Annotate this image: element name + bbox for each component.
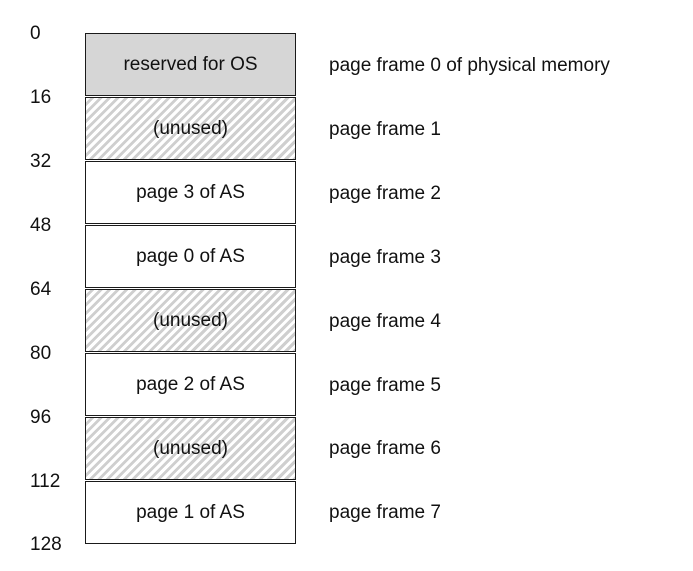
address-label: 80 [30,343,52,364]
frame-content-label: (unused) [153,437,228,459]
page-frame-label: page frame 7 [329,502,441,523]
address-label: 16 [30,87,52,108]
page-frame-0: reserved for OS [85,33,296,96]
address-label: 0 [30,23,41,44]
page-frame-label: page frame 3 [329,247,441,268]
frame-content-label: page 1 of AS [136,501,245,523]
page-frame-label: page frame 4 [329,311,441,332]
page-frame-3: page 0 of AS [85,225,296,288]
address-label: 64 [30,279,52,300]
frame-content-label: page 0 of AS [136,245,245,267]
page-frame-6: (unused) [85,417,296,480]
address-label: 112 [30,471,61,492]
address-label: 96 [30,407,52,428]
page-frame-5: page 2 of AS [85,353,296,416]
page-frame-label: page frame 0 of physical memory [329,55,610,76]
frame-content-label: (unused) [153,309,228,331]
page-frame-label: page frame 5 [329,375,441,396]
page-frame-2: page 3 of AS [85,161,296,224]
page-frame-label: page frame 1 [329,119,441,140]
frame-content-label: (unused) [153,117,228,139]
page-frame-7: page 1 of AS [85,481,296,544]
frame-content-label: page 3 of AS [136,181,245,203]
page-frame-4: (unused) [85,289,296,352]
frame-content-label: reserved for OS [123,53,258,75]
page-frame-1: (unused) [85,97,296,160]
page-frame-label: page frame 2 [329,183,441,204]
page-frame-label: page frame 6 [329,438,441,459]
address-label: 128 [30,534,62,555]
address-label: 32 [30,151,52,172]
address-label: 48 [30,215,52,236]
frame-content-label: page 2 of AS [136,373,245,395]
